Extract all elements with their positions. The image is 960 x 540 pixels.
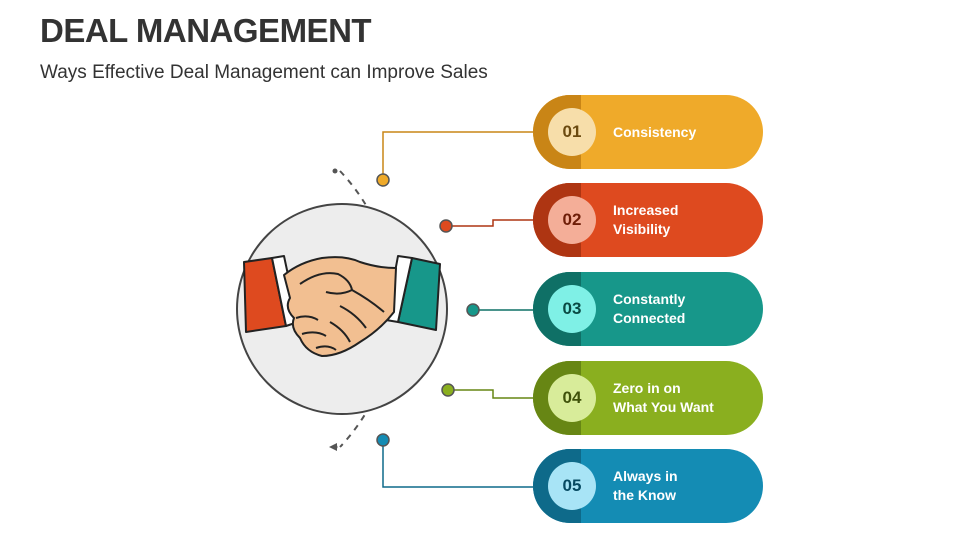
connector-4 [441,383,533,399]
item-increased-visibility: 02 Increased Visibility [533,183,763,257]
item-label: Consistency [613,95,753,169]
item-always-in-the-know: 05 Always in the Know [533,449,763,523]
item-label-line1: Consistency [613,123,697,140]
page-subtitle: Ways Effective Deal Management can Impro… [40,62,488,83]
item-label-line1: Zero in on [613,380,681,396]
item-label-line2: Visibility [613,221,671,237]
item-label-line2: What You Want [613,399,714,415]
connector-3 [466,303,533,317]
handshake-icon [236,203,448,415]
item-label-line1: Increased [613,202,679,218]
arc-arrow-icon [329,443,337,451]
item-label: Constantly Connected [613,272,753,346]
arc-start-dot [332,168,338,174]
item-zero-in-on-what-you-want: 04 Zero in on What You Want [533,361,763,435]
item-label: Always in the Know [613,449,753,523]
item-number-badge: 02 [548,196,596,244]
item-label-line2: the Know [613,487,676,503]
item-number-badge: 04 [548,374,596,422]
item-label: Increased Visibility [613,183,753,257]
item-label-line1: Always in [613,468,678,484]
item-label-line1: Constantly [613,291,686,307]
item-number-badge: 05 [548,462,596,510]
item-label-line2: Connected [613,310,686,326]
item-number-badge: 03 [548,285,596,333]
item-number-badge: 01 [548,108,596,156]
connector-2 [439,219,533,233]
connector-1 [376,131,533,187]
page-title: DEAL MANAGEMENT [40,12,372,49]
item-label: Zero in on What You Want [613,361,753,435]
item-constantly-connected: 03 Constantly Connected [533,272,763,346]
connector-5 [376,433,533,488]
item-consistency: 01 Consistency [533,95,763,169]
